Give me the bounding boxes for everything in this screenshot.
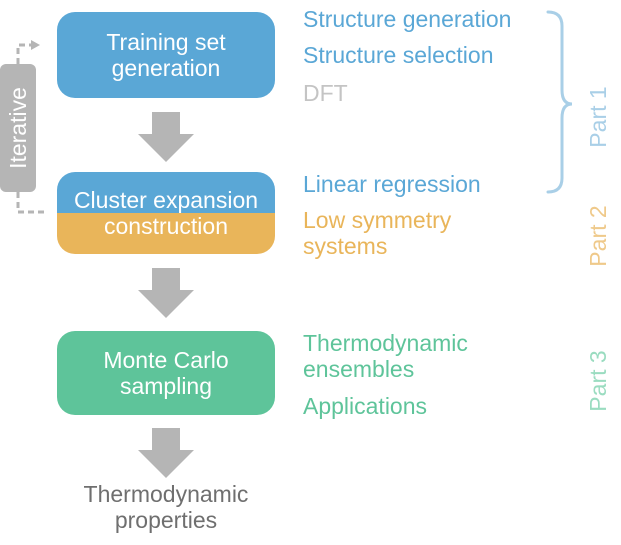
mc-box-line2: sampling <box>119 373 213 399</box>
part2-label: Part 2 <box>585 205 611 267</box>
part1-label: Part 1 <box>585 86 611 148</box>
label-linear-regression: Linear regression <box>303 171 481 197</box>
label-applications: Applications <box>303 393 428 419</box>
part3-label: Part 3 <box>585 350 611 412</box>
label-thermo-ensembles-1: Thermodynamic <box>303 330 468 356</box>
label-low-symmetry-2: systems <box>303 233 388 259</box>
down-arrow-1 <box>138 112 194 162</box>
output-line1: Thermodynamic <box>83 481 249 507</box>
loop-arrowhead <box>31 40 40 50</box>
label-thermo-ensembles-2: ensembles <box>303 356 415 382</box>
loop-top-line <box>16 43 32 64</box>
output-text: Thermodynamic properties <box>56 481 276 533</box>
training-set-box: Training set generation <box>57 12 275 98</box>
loop-bottom-line <box>16 192 48 214</box>
label-dft: DFT <box>303 80 348 106</box>
training-box-line1: Training set <box>106 29 226 55</box>
down-arrow-2 <box>138 268 194 318</box>
monte-carlo-box: Monte Carlo sampling <box>57 331 275 415</box>
label-structure-generation: Structure generation <box>303 6 512 32</box>
label-low-symmetry-1: Low symmetry <box>303 207 452 233</box>
label-structure-selection: Structure selection <box>303 42 494 68</box>
training-box-line2: generation <box>111 55 221 81</box>
cluster-box-line1: Cluster expansion <box>73 187 259 213</box>
cluster-box-line2: construction <box>103 213 228 239</box>
output-line2: properties <box>114 507 218 533</box>
cluster-expansion-box: Cluster expansion construction <box>57 172 275 254</box>
mc-box-line1: Monte Carlo <box>103 347 229 373</box>
down-arrow-3 <box>138 428 194 478</box>
part1-bracket <box>546 10 573 194</box>
iterative-tab <box>0 64 36 192</box>
